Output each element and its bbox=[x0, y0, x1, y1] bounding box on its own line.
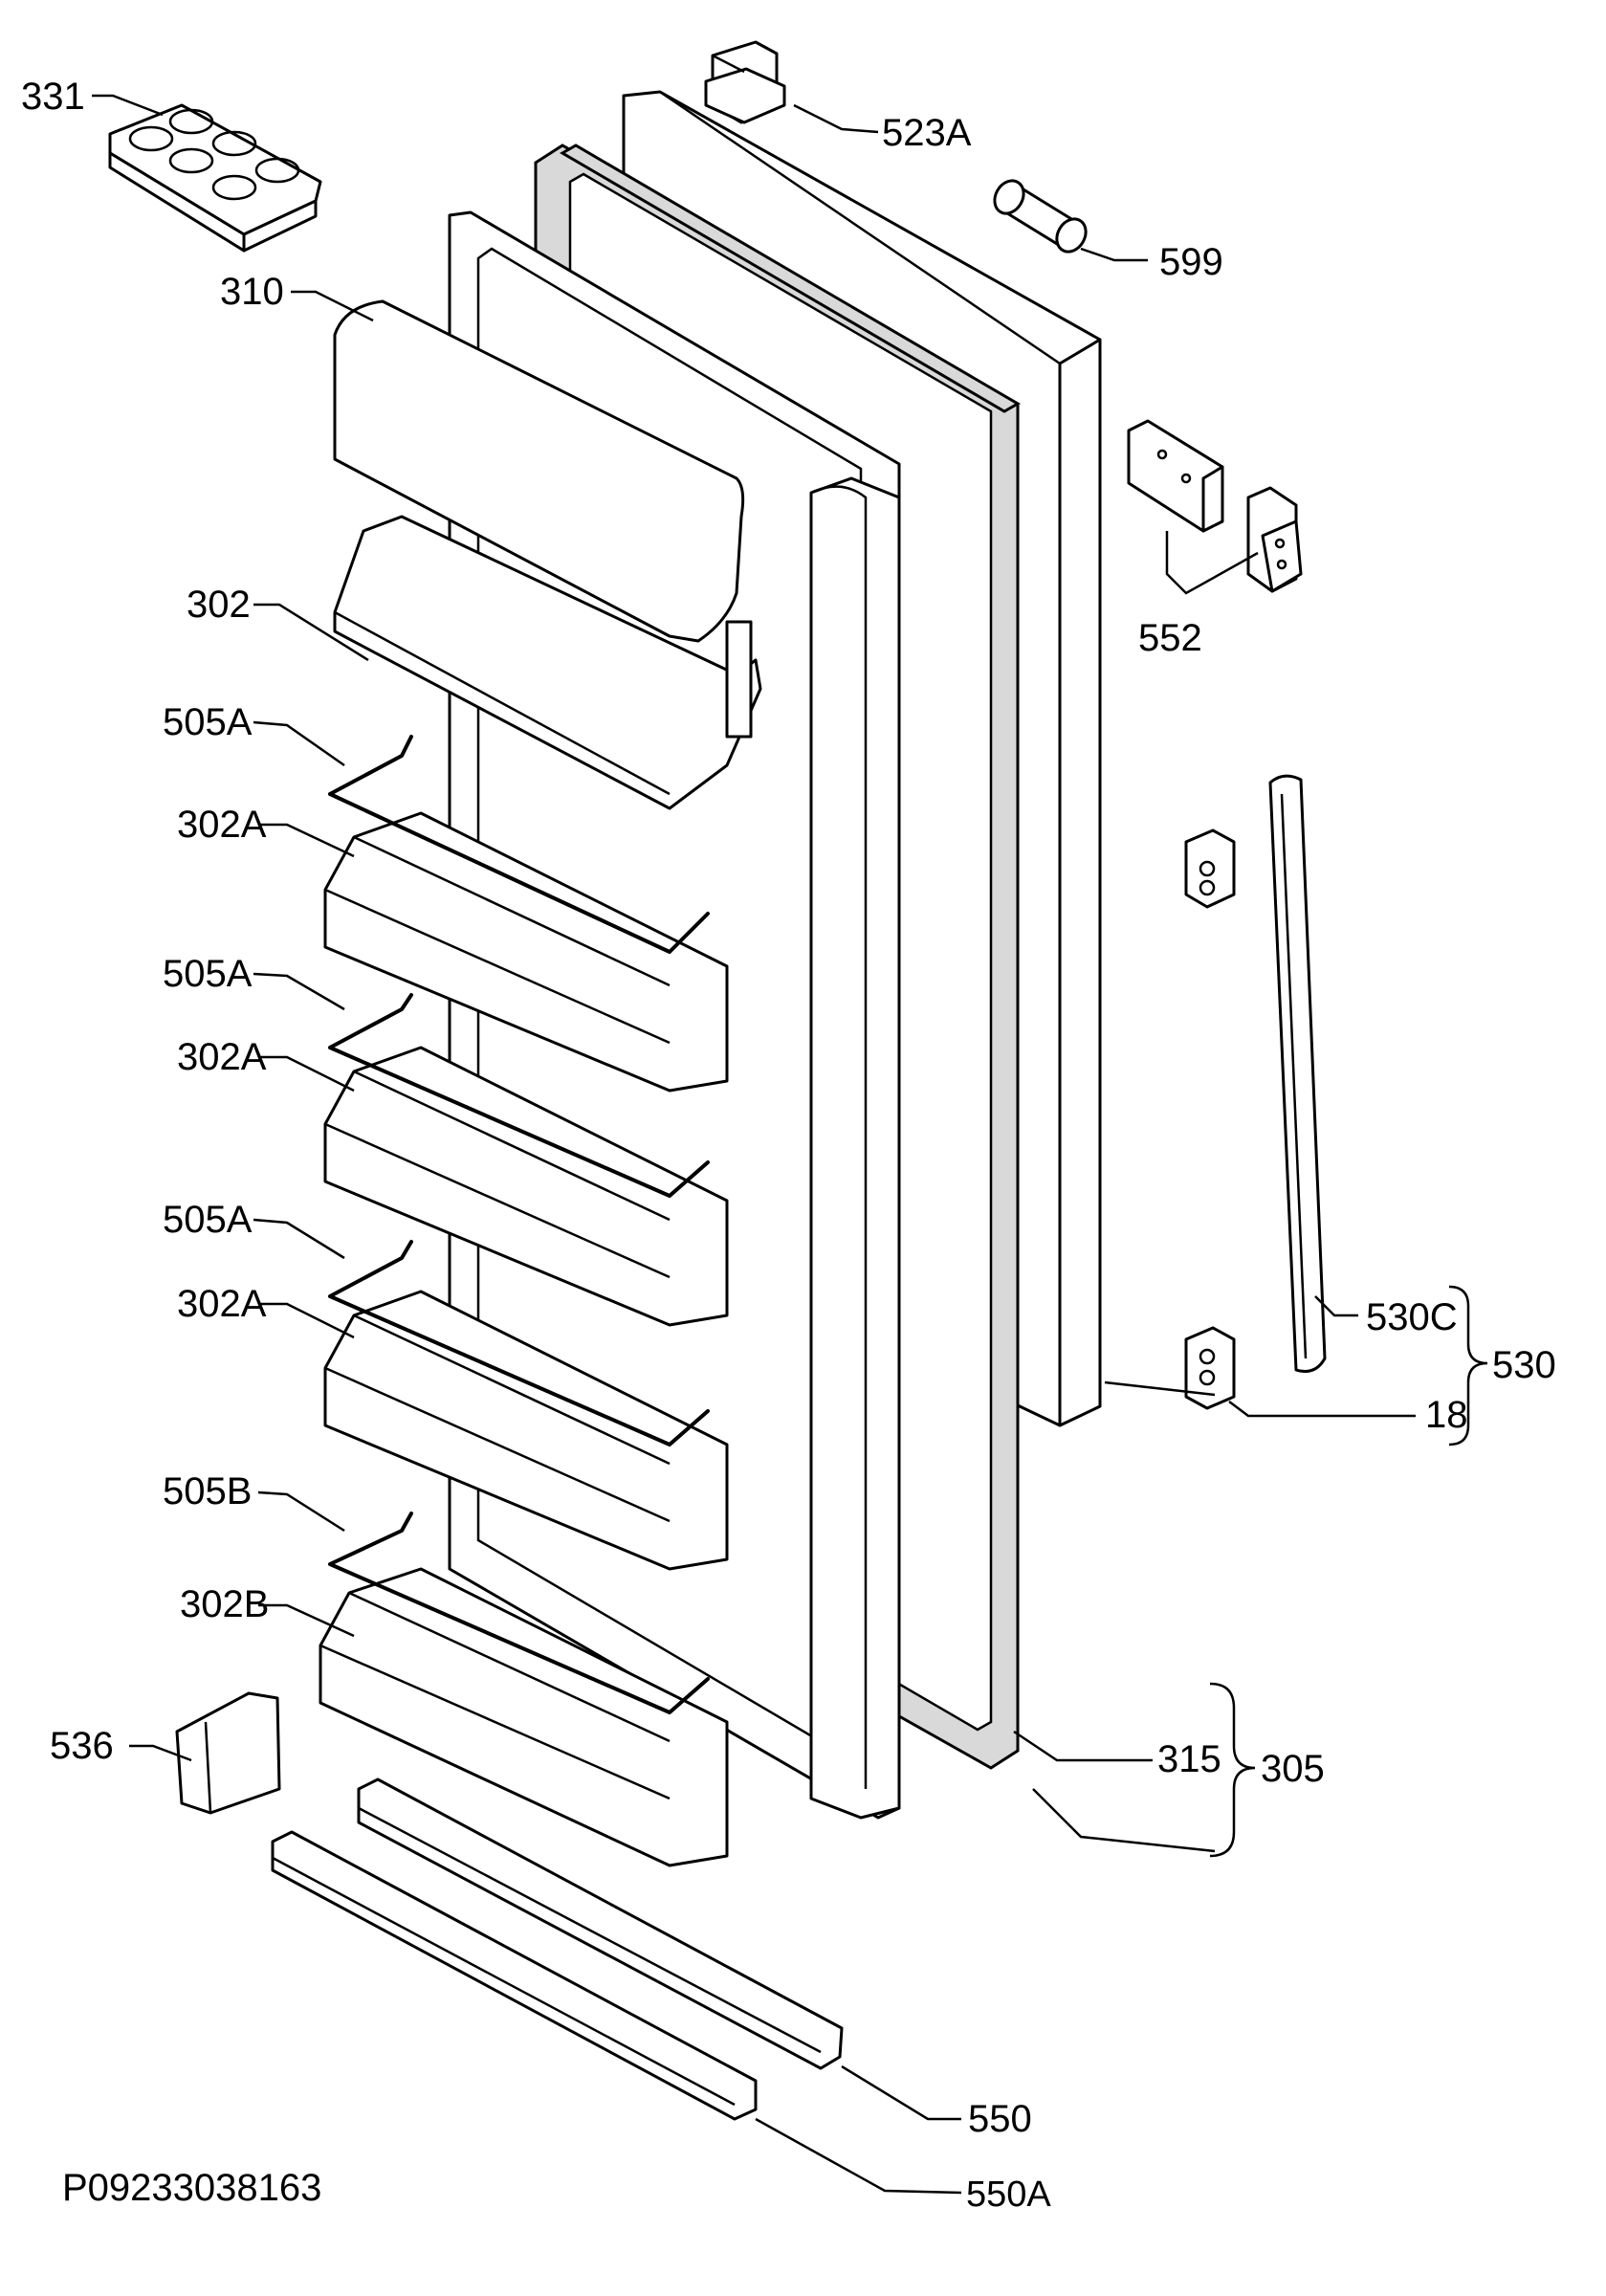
label-550: 550 bbox=[968, 2098, 1032, 2140]
diagram-code: P09233038163 bbox=[62, 2167, 321, 2209]
bottom-trim-strip-a bbox=[271, 1830, 758, 2121]
leader-lines bbox=[92, 94, 1416, 2195]
shelf-wire-3 bbox=[328, 1240, 710, 1446]
door-shelf-1 bbox=[323, 811, 729, 1093]
label-536: 536 bbox=[50, 1725, 114, 1767]
top-door-shelf bbox=[333, 515, 762, 810]
door-shelf-bottle bbox=[319, 1567, 729, 1867]
label-599: 599 bbox=[1159, 241, 1223, 283]
brace-305 bbox=[1209, 1682, 1256, 1858]
shelf-wire-bottle bbox=[328, 1512, 710, 1714]
bottle-divider bbox=[175, 1691, 281, 1815]
label-302b: 302B bbox=[180, 1583, 269, 1625]
label-505a-1: 505A bbox=[163, 701, 253, 743]
egg-tray bbox=[108, 103, 322, 253]
label-305: 305 bbox=[1261, 1748, 1325, 1790]
label-302a-3: 302A bbox=[177, 1283, 267, 1325]
cylinder-part bbox=[993, 179, 1088, 254]
door-shelf-2 bbox=[323, 1046, 729, 1327]
label-530: 530 bbox=[1492, 1344, 1556, 1386]
label-302a-2: 302A bbox=[177, 1036, 267, 1078]
handle-end-cap-bottom bbox=[1184, 1326, 1236, 1410]
label-302a-1: 302A bbox=[177, 804, 267, 846]
shelf-wire-2 bbox=[328, 993, 710, 1198]
label-552: 552 bbox=[1138, 617, 1202, 659]
label-18: 18 bbox=[1425, 1394, 1468, 1436]
label-505a-2: 505A bbox=[163, 953, 253, 995]
brace-530 bbox=[1448, 1285, 1488, 1446]
label-315: 315 bbox=[1157, 1738, 1221, 1780]
door-handle bbox=[1268, 774, 1327, 1373]
label-550a: 550A bbox=[966, 2175, 1051, 2215]
label-505b: 505B bbox=[163, 1470, 252, 1512]
label-310: 310 bbox=[220, 271, 284, 313]
hinge-brackets bbox=[1127, 419, 1303, 593]
shelf-wire-1 bbox=[328, 735, 710, 954]
label-530c: 530C bbox=[1366, 1296, 1458, 1338]
label-505a-3: 505A bbox=[163, 1199, 253, 1241]
dairy-compartment-lid bbox=[333, 299, 745, 643]
label-331: 331 bbox=[21, 76, 85, 118]
handle-end-cap-top bbox=[1184, 828, 1236, 909]
label-302: 302 bbox=[187, 584, 251, 626]
bottom-trim-strip bbox=[357, 1777, 844, 2070]
hinge-cap bbox=[704, 40, 786, 124]
label-523a: 523A bbox=[882, 112, 972, 154]
